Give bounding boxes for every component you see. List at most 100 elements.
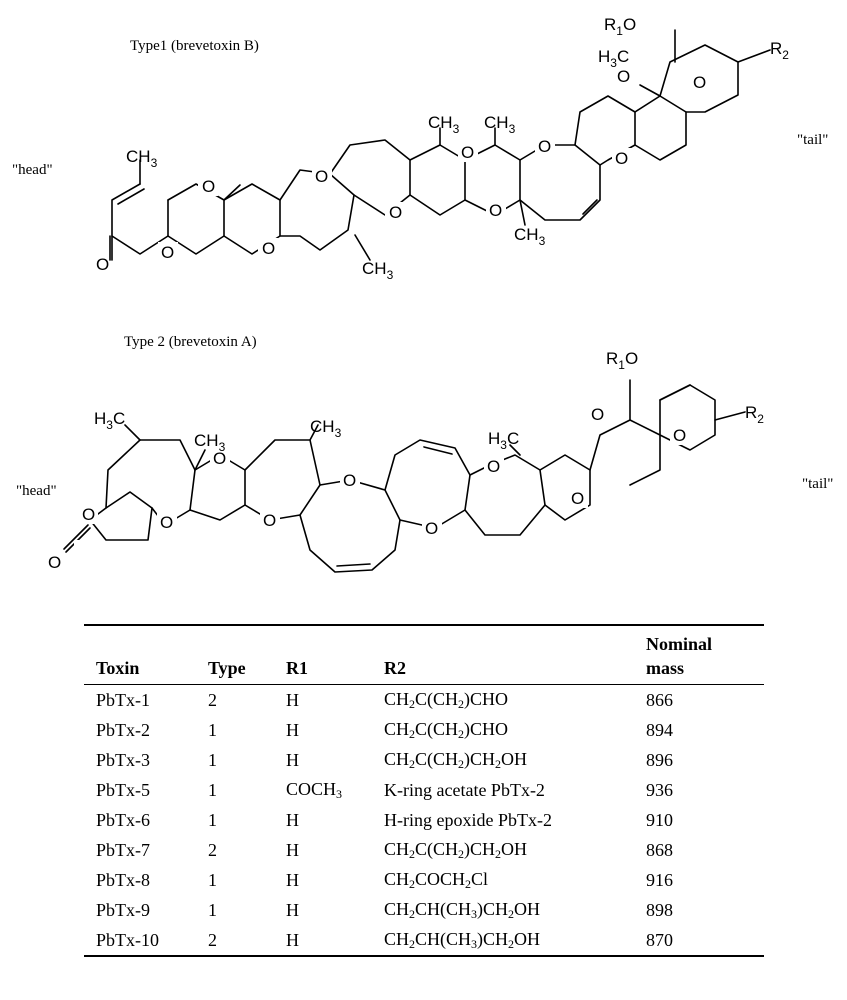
cell-r2: CH2CH(CH3)CH2OH: [384, 928, 541, 951]
cell-toxin: PbTx-1: [96, 689, 150, 710]
svg-text:O: O: [487, 457, 500, 476]
cell-type: 2: [208, 839, 217, 860]
svg-text:O: O: [202, 177, 215, 196]
cell-r1: H: [286, 869, 299, 890]
svg-text:R1O: R1O: [604, 15, 636, 38]
cell-r1: H: [286, 749, 299, 770]
type2-atom-labels: O O O O O O O O O O O H3C CH3 CH3 H3C R1…: [48, 349, 764, 572]
cell-nominal-mass: 898: [646, 899, 673, 920]
header-type: Type: [208, 658, 246, 678]
svg-text:O: O: [48, 553, 61, 572]
cell-r2: CH2C(CH2)CH2OH: [384, 748, 528, 771]
svg-text:H3C: H3C: [598, 47, 629, 70]
cell-r1: H: [286, 809, 299, 830]
cell-toxin: PbTx-10: [96, 929, 159, 950]
cell-type: 1: [208, 869, 217, 890]
svg-text:R2: R2: [770, 39, 789, 62]
svg-text:O: O: [615, 149, 628, 168]
svg-text:O: O: [82, 505, 95, 524]
cell-toxin: PbTx-3: [96, 749, 150, 770]
table-row: PbTx-6 1 H H-ring epoxide PbTx-2 910: [84, 805, 764, 835]
cell-type: 1: [208, 749, 217, 770]
svg-text:O: O: [673, 426, 686, 445]
cell-type: 1: [208, 779, 217, 800]
cell-r2: CH2C(CH2)CHO: [384, 688, 509, 711]
svg-text:O: O: [693, 73, 706, 92]
cell-nominal-mass: 916: [646, 869, 673, 890]
svg-text:O: O: [425, 519, 438, 538]
cell-r1: COCH3: [286, 778, 343, 801]
svg-text:H3C: H3C: [488, 429, 519, 452]
svg-text:O: O: [571, 489, 584, 508]
type1-tail-label: "tail": [797, 132, 829, 148]
cell-type: 2: [208, 929, 217, 950]
cell-toxin: PbTx-7: [96, 839, 150, 860]
type1-atom-labels: O O O O O O O O O O O O CH3 CH3 CH3 CH3 …: [96, 15, 789, 282]
header-r2: R2: [384, 658, 406, 678]
svg-text:O: O: [263, 511, 276, 530]
svg-text:CH3: CH3: [362, 259, 394, 282]
svg-text:O: O: [262, 239, 275, 258]
table-row: PbTx-8 1 H CH2COCH2Cl 916: [84, 865, 764, 895]
brevetoxin-a-structure: O O O O O O O O O O O H3C CH3 CH3 H3C R1…: [48, 349, 764, 573]
svg-text:O: O: [160, 513, 173, 532]
svg-text:R1O: R1O: [606, 349, 638, 372]
cell-nominal-mass: 866: [646, 689, 673, 710]
header-toxin: Toxin: [96, 658, 140, 678]
cell-toxin: PbTx-2: [96, 719, 150, 740]
cell-nominal-mass: 894: [646, 719, 673, 740]
cell-r2: CH2C(CH2)CHO: [384, 718, 509, 741]
cell-r1: H: [286, 899, 299, 920]
cell-nominal-mass: 870: [646, 929, 673, 950]
type2-head-label: "head": [16, 483, 57, 499]
header-r1: R1: [286, 658, 308, 678]
svg-text:O: O: [389, 203, 402, 222]
type1-head-label: "head": [12, 162, 53, 178]
cell-r2: CH2C(CH2)CH2OH: [384, 838, 528, 861]
type2-bonds: [63, 379, 746, 573]
svg-text:O: O: [617, 67, 630, 86]
cell-toxin: PbTx-8: [96, 869, 150, 890]
svg-text:CH3: CH3: [310, 417, 342, 440]
cell-type: 1: [208, 899, 217, 920]
svg-text:O: O: [489, 201, 502, 220]
cell-r2: K-ring acetate PbTx-2: [384, 779, 545, 800]
table-row: PbTx-10 2 H CH2CH(CH3)CH2OH 870: [84, 925, 764, 956]
svg-text:CH3: CH3: [126, 147, 158, 170]
cell-nominal-mass: 910: [646, 809, 673, 830]
cell-r1: H: [286, 929, 299, 950]
brevetoxin-b-structure: O O O O O O O O O O O O CH3 CH3 CH3 CH3 …: [96, 15, 789, 282]
svg-text:O: O: [315, 167, 328, 186]
svg-text:CH3: CH3: [514, 225, 546, 248]
cell-r1: H: [286, 689, 299, 710]
svg-text:CH3: CH3: [194, 431, 226, 454]
cell-r2: CH2COCH2Cl: [384, 868, 489, 891]
svg-text:O: O: [461, 143, 474, 162]
cell-nominal-mass: 868: [646, 839, 673, 860]
type1-bonds: [109, 29, 771, 261]
svg-text:R2: R2: [745, 403, 764, 426]
cell-nominal-mass: 936: [646, 779, 673, 800]
cell-r2: H-ring epoxide PbTx-2: [384, 809, 552, 830]
cell-type: 2: [208, 689, 217, 710]
svg-text:O: O: [161, 243, 174, 262]
cell-toxin: PbTx-5: [96, 779, 150, 800]
svg-text:O: O: [213, 449, 226, 468]
cell-r2: CH2CH(CH3)CH2OH: [384, 898, 541, 921]
svg-text:O: O: [343, 471, 356, 490]
type1-label: Type1 (brevetoxin B): [130, 38, 259, 54]
cell-type: 1: [208, 809, 217, 830]
svg-text:O: O: [96, 255, 109, 274]
type2-label: Type 2 (brevetoxin A): [124, 334, 257, 350]
type2-tail-label: "tail": [802, 476, 834, 492]
svg-text:O: O: [591, 405, 604, 424]
cell-toxin: PbTx-6: [96, 809, 150, 830]
